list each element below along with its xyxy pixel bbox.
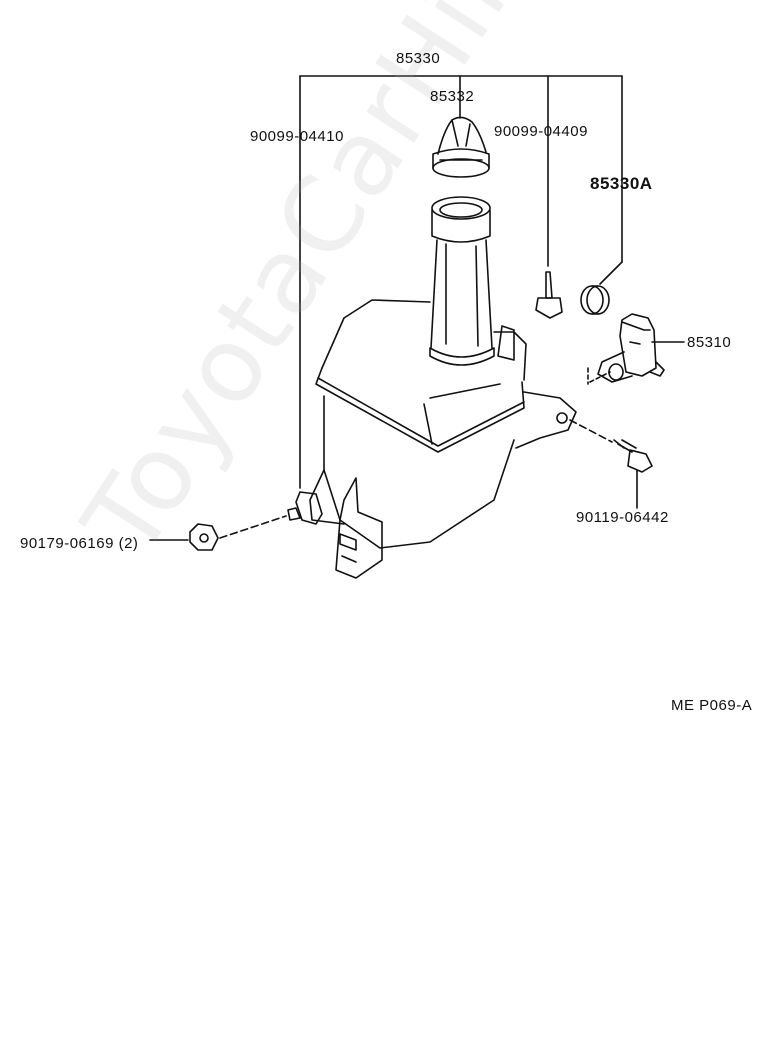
label-assembly-a: 85330A (590, 174, 653, 193)
washer-pump (597, 313, 665, 383)
label-cap: 85332 (430, 88, 475, 105)
label-bolt: 90119-06442 (576, 509, 669, 526)
filler-cap (432, 116, 490, 178)
clip-part (535, 271, 563, 319)
nut (189, 507, 301, 551)
label-pump: 85310 (687, 334, 732, 351)
washer-tank (295, 196, 577, 579)
grommet (580, 285, 610, 315)
label-clip-left: 90099-04410 (250, 128, 344, 145)
label-nut: 90179-06169 (2) (20, 535, 139, 552)
bolt (613, 439, 653, 473)
label-diagram-code: ME P069-A (671, 697, 753, 714)
label-assembly: 85330 (396, 50, 441, 67)
callout-lines (149, 75, 685, 541)
label-clip-right: 90099-04409 (494, 123, 588, 140)
